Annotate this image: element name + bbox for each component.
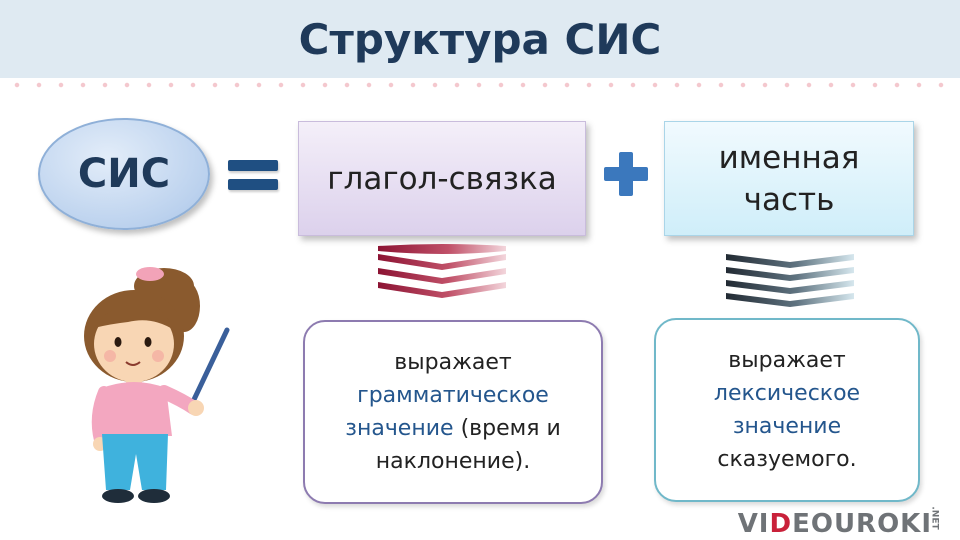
nominal-part-box: именная часть: [664, 121, 914, 236]
page-title: Структура СИС: [299, 15, 662, 64]
card-highlight: грамматическое: [357, 379, 549, 412]
teacher-girl-illustration: [72, 258, 242, 510]
card-line: выражает: [728, 344, 845, 377]
logo-wordmark: VIDEOUROKI: [738, 509, 932, 539]
nominal-part-line2: часть: [744, 179, 835, 221]
nominal-description-card: выражает лексическое значение сказуемого…: [654, 318, 920, 502]
card-highlight: значение: [733, 410, 841, 443]
copula-box: глагол-связка: [298, 121, 586, 236]
term-label: СИС: [78, 151, 170, 197]
equals-icon: [228, 160, 278, 190]
chevron-stack-icon: [372, 240, 512, 310]
chevron-stack-icon: [720, 250, 860, 312]
card-line: сказуемого.: [717, 443, 856, 476]
card-highlight: лексическое: [714, 377, 860, 410]
card-highlight: значение: [345, 416, 453, 441]
dotted-divider: [0, 80, 960, 90]
nominal-part-line1: именная: [719, 137, 860, 179]
plus-icon: [604, 152, 648, 196]
copula-description-card: выражает грамматическое значение (время …: [303, 320, 603, 504]
copula-label: глагол-связка: [327, 161, 557, 197]
card-line: выражает: [394, 346, 511, 379]
logo-suffix: .NET: [929, 506, 939, 529]
videouroki-logo: VIDEOUROKI .NET: [700, 505, 960, 540]
card-line: наклонение).: [376, 445, 530, 478]
title-banner: Структура СИС: [0, 0, 960, 78]
term-oval: СИС: [38, 118, 210, 230]
card-line: значение (время и: [345, 412, 561, 445]
card-text: (время и: [454, 416, 561, 441]
